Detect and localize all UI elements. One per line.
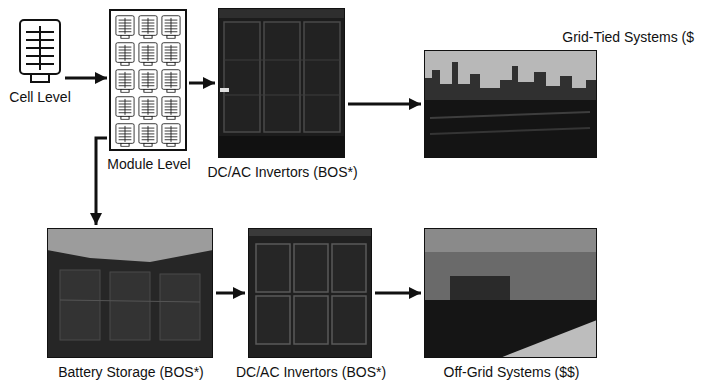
node-label: Grid-Tied Systems ($ <box>560 29 696 46</box>
node-label: Cell Level <box>7 89 72 106</box>
inverter-photo <box>224 60 340 61</box>
module-panel <box>116 97 134 120</box>
module-panel <box>162 97 180 120</box>
off-grid-photo <box>424 228 597 358</box>
inverter-photo <box>224 95 340 96</box>
node-label: Module Level <box>105 156 192 173</box>
inverter-photo <box>256 296 290 344</box>
flow-arrow <box>96 138 107 225</box>
inverter-photo <box>220 88 229 92</box>
flow-arrow <box>65 77 107 80</box>
grid-tied-photo <box>424 50 597 100</box>
inverter-photo <box>332 296 366 344</box>
module-panel <box>110 10 186 150</box>
flow-arrow <box>348 103 421 106</box>
cell-icon <box>20 20 60 82</box>
battery-photo <box>47 228 213 262</box>
inverter-photo <box>224 22 260 132</box>
cell-icon <box>20 20 60 82</box>
battery-photo <box>160 274 200 340</box>
module-panel <box>139 97 157 120</box>
inverter-photo <box>248 228 372 358</box>
grid-tied-photo <box>430 112 590 118</box>
inverter-photo <box>256 244 290 292</box>
grid-tied-photo <box>424 100 597 158</box>
node-label: Battery Storage (BOS*) <box>56 364 206 381</box>
module-panel <box>162 43 180 66</box>
module-panel <box>116 43 134 66</box>
module-panel <box>116 70 134 93</box>
inverter-photo <box>264 22 300 132</box>
module-panel <box>139 43 157 66</box>
module-panel <box>116 124 134 147</box>
module-panel <box>139 70 157 93</box>
off-grid-photo <box>500 320 597 358</box>
flow-arrow <box>216 292 245 295</box>
inverter-photo <box>218 136 345 158</box>
inverter-box: DC/AC Invertors (BOS*) <box>248 228 372 358</box>
battery-photo <box>47 228 213 358</box>
module-panel <box>162 70 180 93</box>
inverter-photo <box>248 228 372 236</box>
off-grid-photo <box>424 300 597 358</box>
module-panel <box>139 16 157 39</box>
grid-tied-photo <box>424 62 597 100</box>
battery-photo <box>47 228 213 358</box>
inverter-photo <box>332 244 366 292</box>
module-panel <box>162 124 180 147</box>
battery-photo <box>60 270 100 340</box>
module-panel <box>110 10 186 150</box>
flow-arrow <box>189 82 215 85</box>
inverter-photo <box>218 8 345 158</box>
flow-arrow <box>375 292 421 295</box>
off-grid-photo <box>424 228 597 300</box>
battery-photo <box>60 300 200 302</box>
module-panel <box>139 124 157 147</box>
off-grid-system-box: Off-Grid Systems ($$) <box>424 228 597 358</box>
grid-tied-photo <box>424 50 597 158</box>
inverter-photo <box>294 244 328 292</box>
node-label: DC/AC Invertors (BOS*) <box>234 364 388 381</box>
module-panel <box>116 16 134 39</box>
grid-system-box: Grid-Tied Systems ($ <box>424 50 597 158</box>
battery-photo <box>110 272 150 340</box>
module-panel <box>162 16 180 39</box>
inverter-photo <box>294 296 328 344</box>
inverter-box: DC/AC Invertors (BOS*) <box>218 8 345 158</box>
node-label: DC/AC Invertors (BOS*) <box>205 164 359 181</box>
inverter-photo <box>218 8 345 18</box>
node-label: Off-Grid Systems ($$) <box>442 364 582 381</box>
inverter-photo <box>218 8 345 158</box>
battery-box: Battery Storage (BOS*) <box>47 228 213 358</box>
grid-tied-photo <box>430 128 590 134</box>
module-box: Module Level <box>110 10 186 150</box>
cell-box: Cell Level <box>18 18 62 84</box>
off-grid-photo <box>450 276 510 300</box>
inverter-photo <box>248 228 372 358</box>
inverter-photo <box>304 22 340 132</box>
off-grid-photo <box>424 228 597 252</box>
